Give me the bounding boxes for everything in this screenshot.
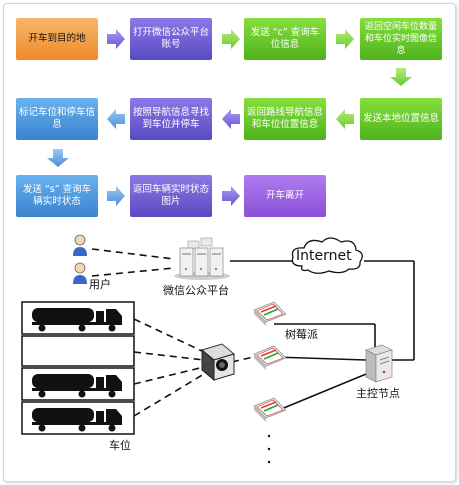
raspberry-pi-icon-3 bbox=[253, 397, 287, 422]
arrow-right-3 bbox=[336, 29, 354, 49]
step-open-wechat: 打开微信公众平台账号 bbox=[130, 18, 212, 60]
truck-icon bbox=[32, 308, 122, 332]
user-icon bbox=[73, 234, 87, 284]
camera-icon bbox=[200, 343, 236, 382]
step-drive-to-destination: 开车到目的地 bbox=[16, 18, 98, 60]
arrow-left-1 bbox=[336, 109, 354, 129]
step-drive-away: 开车离开 bbox=[244, 175, 326, 217]
arrow-down-right bbox=[390, 68, 412, 86]
arrow-right-5 bbox=[222, 186, 240, 206]
wechat-platform-label: 微信公众平台 bbox=[163, 284, 229, 297]
arrow-left-3 bbox=[107, 109, 125, 129]
raspberry-pi-icon bbox=[253, 301, 287, 326]
master-node-label: 主控节点 bbox=[356, 387, 400, 400]
step-return-route: 返回路线导航信息和车位位置信息 bbox=[244, 98, 326, 140]
user-label: 用户 bbox=[89, 278, 111, 291]
step-mark-parking: 标记车位和停车信息 bbox=[16, 98, 98, 140]
arrow-left-2 bbox=[222, 109, 240, 129]
more-dots-icon bbox=[267, 434, 271, 464]
arrow-right-1 bbox=[107, 29, 125, 49]
step-send-location: 发送本地位置信息 bbox=[360, 98, 442, 140]
internet-label: Internet bbox=[296, 248, 352, 264]
raspberry-pi-icon-2 bbox=[253, 345, 287, 370]
step-return-status-image: 返回车辆实时状态图片 bbox=[130, 175, 212, 217]
cloud-icon bbox=[291, 237, 363, 274]
figure-frame: 开车到目的地 打开微信公众平台账号 发送 “c” 查询车位信息 返回空闲车位数量… bbox=[3, 3, 456, 482]
parking-label: 车位 bbox=[109, 439, 131, 452]
arrow-down-left bbox=[47, 149, 69, 167]
master-node-icon bbox=[365, 344, 393, 383]
arrow-right-4 bbox=[107, 186, 125, 206]
server-cluster-icon bbox=[174, 237, 230, 280]
arrow-right-2 bbox=[222, 29, 240, 49]
step-navigate-park: 按照导航信息寻找到车位并停车 bbox=[130, 98, 212, 140]
step-send-c-query: 发送 “c” 查询车位信息 bbox=[244, 18, 326, 60]
step-return-free-spaces: 返回空闲车位数量和车位实时图像信息 bbox=[360, 18, 442, 60]
truck-icon-2 bbox=[32, 374, 122, 398]
diagram-canvas bbox=[21, 29, 415, 464]
step-send-s-query: 发送 “s” 查询车辆实时状态 bbox=[16, 175, 98, 217]
raspberry-pi-label: 树莓派 bbox=[285, 328, 318, 341]
truck-icon-3 bbox=[32, 408, 122, 432]
